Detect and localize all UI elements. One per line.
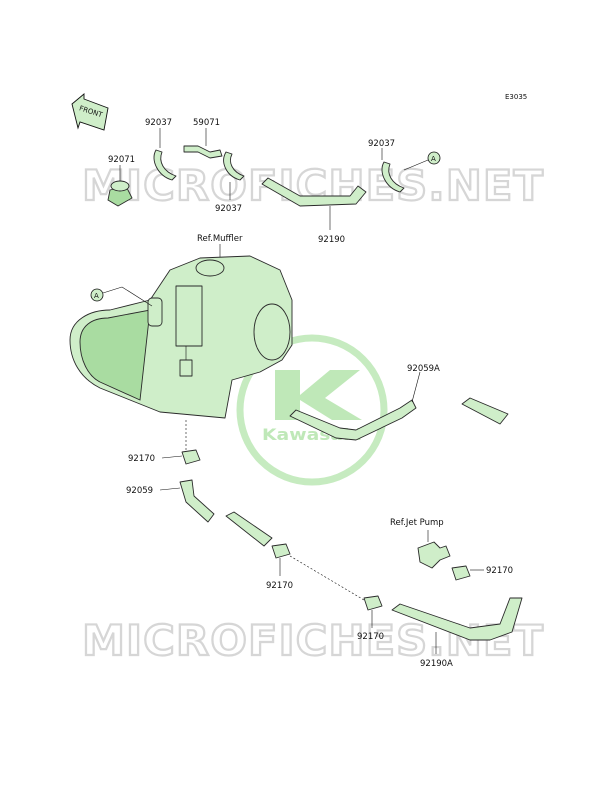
label-92071: 92071 [108,155,135,165]
front-arrow-icon: FRONT [71,93,109,131]
part-92037-clamp-right [381,161,405,193]
part-92190-hose [261,177,367,207]
part-92170-clamp-c [451,565,471,581]
part-92059A-hose [289,399,417,441]
label-92059A: 92059A [407,364,440,374]
ref-muffler-label: Ref.Muffler [197,234,243,244]
label-92170-a: 92170 [128,454,155,464]
label-92170-b: 92170 [266,581,293,591]
label-92170-c: 92170 [486,566,513,576]
muffler-body [69,255,293,419]
label-92059: 92059 [126,486,153,496]
part-92190A-hose [391,597,523,641]
label-92190: 92190 [318,235,345,245]
part-59071-joint [183,145,223,159]
part-92059A-hose-end [461,397,509,425]
part-92071-plug [107,180,133,207]
ref-jet-pump-label: Ref.Jet Pump [390,518,444,528]
label-92037-middle: 92037 [215,204,242,214]
part-92170-clamp-d [363,595,383,611]
diagram-code: E3035 [505,93,527,101]
part-92037-clamp-left [153,149,177,181]
jet-pump-fitting [417,541,451,569]
label-92037-left: 92037 [145,118,172,128]
label-92170-d: 92170 [357,632,384,642]
part-92059-hose-end [225,511,273,547]
part-92170-clamp-a [181,449,201,465]
label-59071: 59071 [193,118,220,128]
watermark-bottom: MICROFICHES.NET [81,615,544,666]
callout-a-left-text: A [94,292,99,300]
label-92037-right: 92037 [368,139,395,149]
callout-a-top [427,151,441,165]
svg-text:MICROFICHES.NET: MICROFICHES.NET [82,616,544,665]
callout-a-top-text: A [431,155,436,163]
label-92190A: 92190A [420,659,453,669]
callout-a-left [90,288,104,302]
part-92059-hose [179,479,215,523]
part-92037-clamp-middle [223,151,245,181]
part-92170-clamp-b [271,543,291,559]
kawasaki-logo-watermark: Kawasaki [236,334,388,486]
